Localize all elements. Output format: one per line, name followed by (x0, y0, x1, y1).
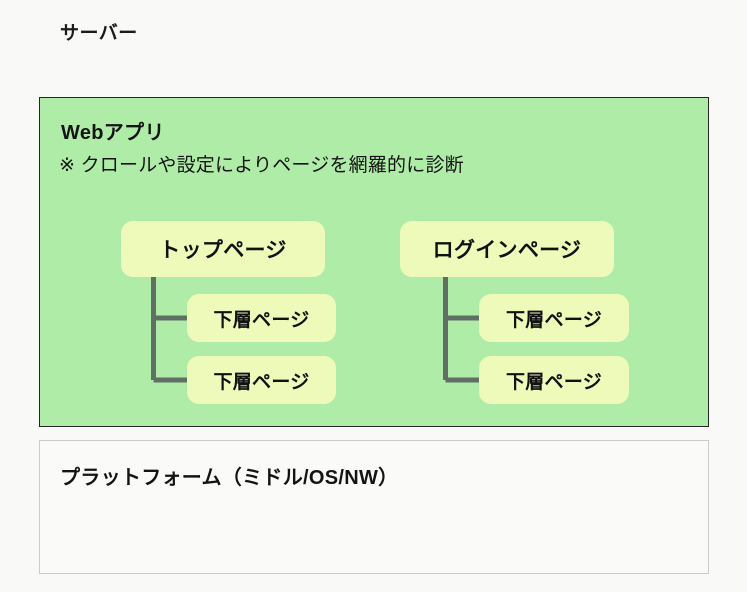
webapp-layer-heading: Webアプリ (61, 122, 165, 144)
node-login-page-child-2[interactable]: 下層ページ (479, 356, 629, 404)
node-top-page-child-2[interactable]: 下層ページ (187, 356, 336, 404)
platform-layer-heading: プラットフォーム（ミドル/OS/NW） (60, 467, 399, 489)
node-top-page-child-1[interactable]: 下層ページ (187, 294, 336, 342)
node-login-page-child-1[interactable]: 下層ページ (479, 294, 629, 342)
platform-layer: プラットフォーム（ミドル/OS/NW） (39, 440, 709, 574)
node-top-page[interactable]: トップページ (121, 221, 325, 277)
server-title: サーバー (60, 23, 138, 44)
webapp-layer: Webアプリ ※ クロールや設定によりページを網羅的に診断 トップページ 下層ペ… (39, 97, 709, 427)
webapp-layer-note: ※ クロールや設定によりページを網羅的に診断 (59, 155, 464, 176)
node-login-page[interactable]: ログインページ (400, 221, 614, 277)
